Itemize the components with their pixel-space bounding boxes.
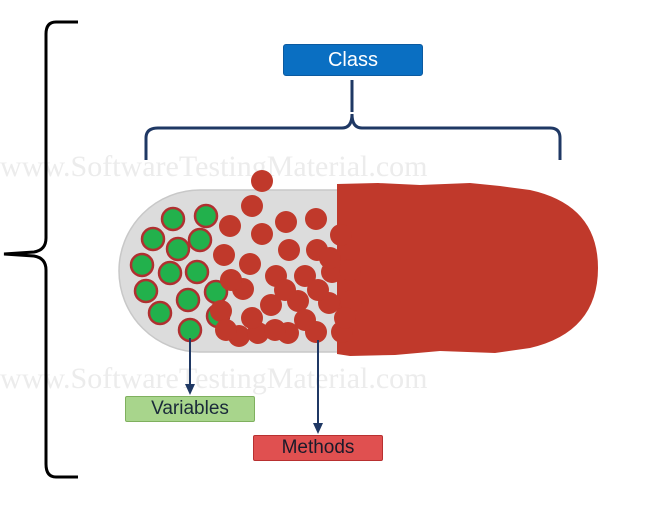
method-dot (307, 279, 329, 301)
capsule-cap (337, 183, 598, 356)
method-dot (334, 307, 356, 329)
watermark-bottom: www.SoftwareTestingMaterial.com (0, 362, 428, 395)
variable-dot (147, 300, 173, 326)
methods-arrowhead (313, 423, 323, 434)
variable-dot (175, 287, 201, 313)
method-dot (330, 224, 352, 246)
method-dot (340, 290, 362, 312)
methods-label: Methods (253, 435, 383, 461)
variable-dot (129, 252, 155, 278)
method-dot (215, 319, 237, 341)
method-dot (241, 195, 263, 217)
class-bracket (144, 113, 562, 160)
variable-dot (184, 259, 210, 285)
variable-dot (133, 278, 159, 304)
method-dot (305, 208, 327, 230)
method-dot (251, 223, 273, 245)
method-dot (278, 239, 300, 261)
method-dot (264, 319, 286, 341)
outer-brace (3, 20, 78, 479)
watermark-top: www.SoftwareTestingMaterial.com (0, 150, 428, 183)
method-dot (260, 294, 282, 316)
method-dot (339, 259, 361, 281)
method-dot (210, 300, 232, 322)
method-dot (220, 269, 242, 291)
variable-dot (193, 203, 219, 229)
variable-dot (165, 236, 191, 262)
variable-dot (160, 206, 186, 232)
variables-label: Variables (125, 396, 255, 422)
variable-dot (187, 227, 213, 253)
method-dot (213, 244, 235, 266)
variable-dot (157, 260, 183, 286)
method-dot (294, 309, 316, 331)
method-dot (275, 211, 297, 233)
method-dot (319, 247, 341, 269)
method-dot (239, 253, 261, 275)
variable-dot (177, 317, 203, 343)
method-dot (219, 215, 241, 237)
method-dot (294, 265, 316, 287)
method-dot (241, 307, 263, 329)
class-label: Class (283, 44, 423, 76)
method-dot (274, 279, 296, 301)
variable-dot (140, 226, 166, 252)
capsule-contents (129, 170, 362, 347)
method-dot (251, 170, 273, 192)
variables-arrowhead (185, 384, 195, 395)
